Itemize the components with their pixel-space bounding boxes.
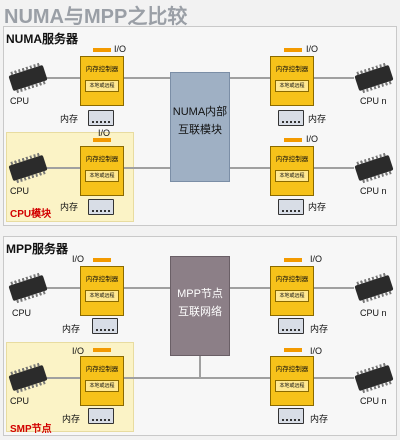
controller-label: 内存控制器	[85, 366, 119, 373]
memory-label: 内存	[308, 202, 327, 212]
io-bar	[284, 258, 302, 262]
mpp-hub-line1: MPP节点	[177, 288, 223, 300]
memory-label: 内存	[62, 324, 81, 334]
cpu-label: CPU	[12, 308, 32, 318]
mpp-interconnect-hub: MPP节点 互联网络	[170, 256, 230, 356]
mpp-section-title: MPP服务器	[6, 242, 69, 256]
numa-cpu-link-bl	[46, 167, 80, 169]
controller-label: 内存控制器	[85, 156, 119, 163]
io-bar	[284, 348, 302, 352]
io-bar	[93, 258, 111, 262]
memory-label: 内存	[60, 114, 79, 124]
mpp-link-bottom	[124, 377, 270, 379]
mpp-cpu-link-tr	[314, 287, 354, 289]
io-label: I/O	[306, 134, 319, 144]
memory-icon	[88, 199, 114, 215]
directory-label: 本地或远程	[275, 80, 309, 92]
memory-label: 内存	[62, 414, 81, 424]
memory-label: 内存	[310, 414, 329, 424]
mpp-module-label: SMP节点	[10, 424, 52, 435]
cpu-label: CPU	[10, 96, 30, 106]
controller-label: 内存控制器	[275, 66, 309, 73]
memory-icon	[278, 408, 304, 424]
numa-link-tr	[230, 77, 270, 79]
memory-controller: 内存控制器 本地或远程	[80, 56, 124, 106]
numa-hub-line2: 互联模块	[178, 124, 222, 136]
controller-label: 内存控制器	[275, 156, 309, 163]
numa-cpu-link-tr	[314, 77, 354, 79]
cpu-n-label: CPU n	[360, 96, 387, 106]
cpu-n-label: CPU n	[360, 396, 387, 406]
memory-icon	[278, 318, 304, 334]
cpu-n-label: CPU n	[360, 186, 387, 196]
directory-label: 本地或远程	[85, 170, 119, 182]
memory-label: 内存	[310, 324, 329, 334]
controller-label: 内存控制器	[275, 276, 309, 283]
io-label: I/O	[306, 44, 319, 54]
numa-cpu-link-br	[314, 167, 354, 169]
memory-icon	[92, 318, 118, 334]
io-label: I/O	[310, 346, 323, 356]
memory-controller: 内存控制器 本地或远程	[80, 356, 124, 406]
directory-label: 本地或远程	[275, 170, 309, 182]
mpp-hub-line2: 互联网络	[178, 306, 222, 318]
numa-hub-line1: NUMA内部	[172, 106, 228, 118]
mpp-cpu-link-br	[314, 377, 354, 379]
numa-link-br	[230, 167, 270, 169]
mpp-cpu-link-bl	[46, 377, 80, 379]
memory-icon	[278, 110, 304, 126]
mpp-link-tr	[230, 287, 270, 289]
numa-link-bl	[124, 167, 170, 169]
directory-label: 本地或远程	[275, 290, 309, 302]
io-bar	[93, 48, 111, 52]
memory-icon	[88, 408, 114, 424]
io-label: I/O	[98, 128, 111, 138]
numa-module-label: CPU模块	[10, 209, 52, 220]
io-bar	[93, 138, 111, 142]
controller-label: 内存控制器	[85, 276, 119, 283]
numa-link-tl	[124, 77, 170, 79]
numa-section-title: NUMA服务器	[6, 32, 78, 46]
numa-cpu-link-tl	[46, 77, 80, 79]
io-label: I/O	[310, 254, 323, 264]
memory-controller: 内存控制器 本地或远程	[270, 56, 314, 106]
mpp-link-down	[199, 356, 201, 377]
directory-label: 本地或远程	[85, 290, 119, 302]
io-label: I/O	[114, 44, 127, 54]
io-bar	[284, 48, 302, 52]
cpu-label: CPU	[10, 396, 30, 406]
directory-label: 本地或远程	[85, 80, 119, 92]
controller-label: 内存控制器	[275, 366, 309, 373]
memory-controller: 内存控制器 本地或远程	[270, 356, 314, 406]
page-title: NUMA与MPP之比较	[4, 6, 188, 28]
memory-label: 内存	[60, 202, 79, 212]
mpp-cpu-link-tl	[46, 287, 80, 289]
directory-label: 本地或远程	[275, 380, 309, 392]
controller-label: 内存控制器	[85, 66, 119, 73]
directory-label: 本地或远程	[85, 380, 119, 392]
io-bar	[93, 348, 111, 352]
memory-controller: 内存控制器 本地或远程	[270, 266, 314, 316]
memory-controller: 内存控制器 本地或远程	[270, 146, 314, 196]
mpp-link-tl	[124, 287, 170, 289]
numa-interconnect-hub: NUMA内部 互联模块	[170, 72, 230, 182]
memory-icon	[88, 110, 114, 126]
memory-label: 内存	[308, 114, 327, 124]
memory-icon	[278, 199, 304, 215]
io-bar	[284, 138, 302, 142]
io-label: I/O	[72, 254, 85, 264]
cpu-n-label: CPU n	[360, 308, 387, 318]
cpu-label: CPU	[10, 186, 30, 196]
memory-controller: 内存控制器 本地或远程	[80, 146, 124, 196]
memory-controller: 内存控制器 本地或远程	[80, 266, 124, 316]
io-label: I/O	[72, 346, 85, 356]
